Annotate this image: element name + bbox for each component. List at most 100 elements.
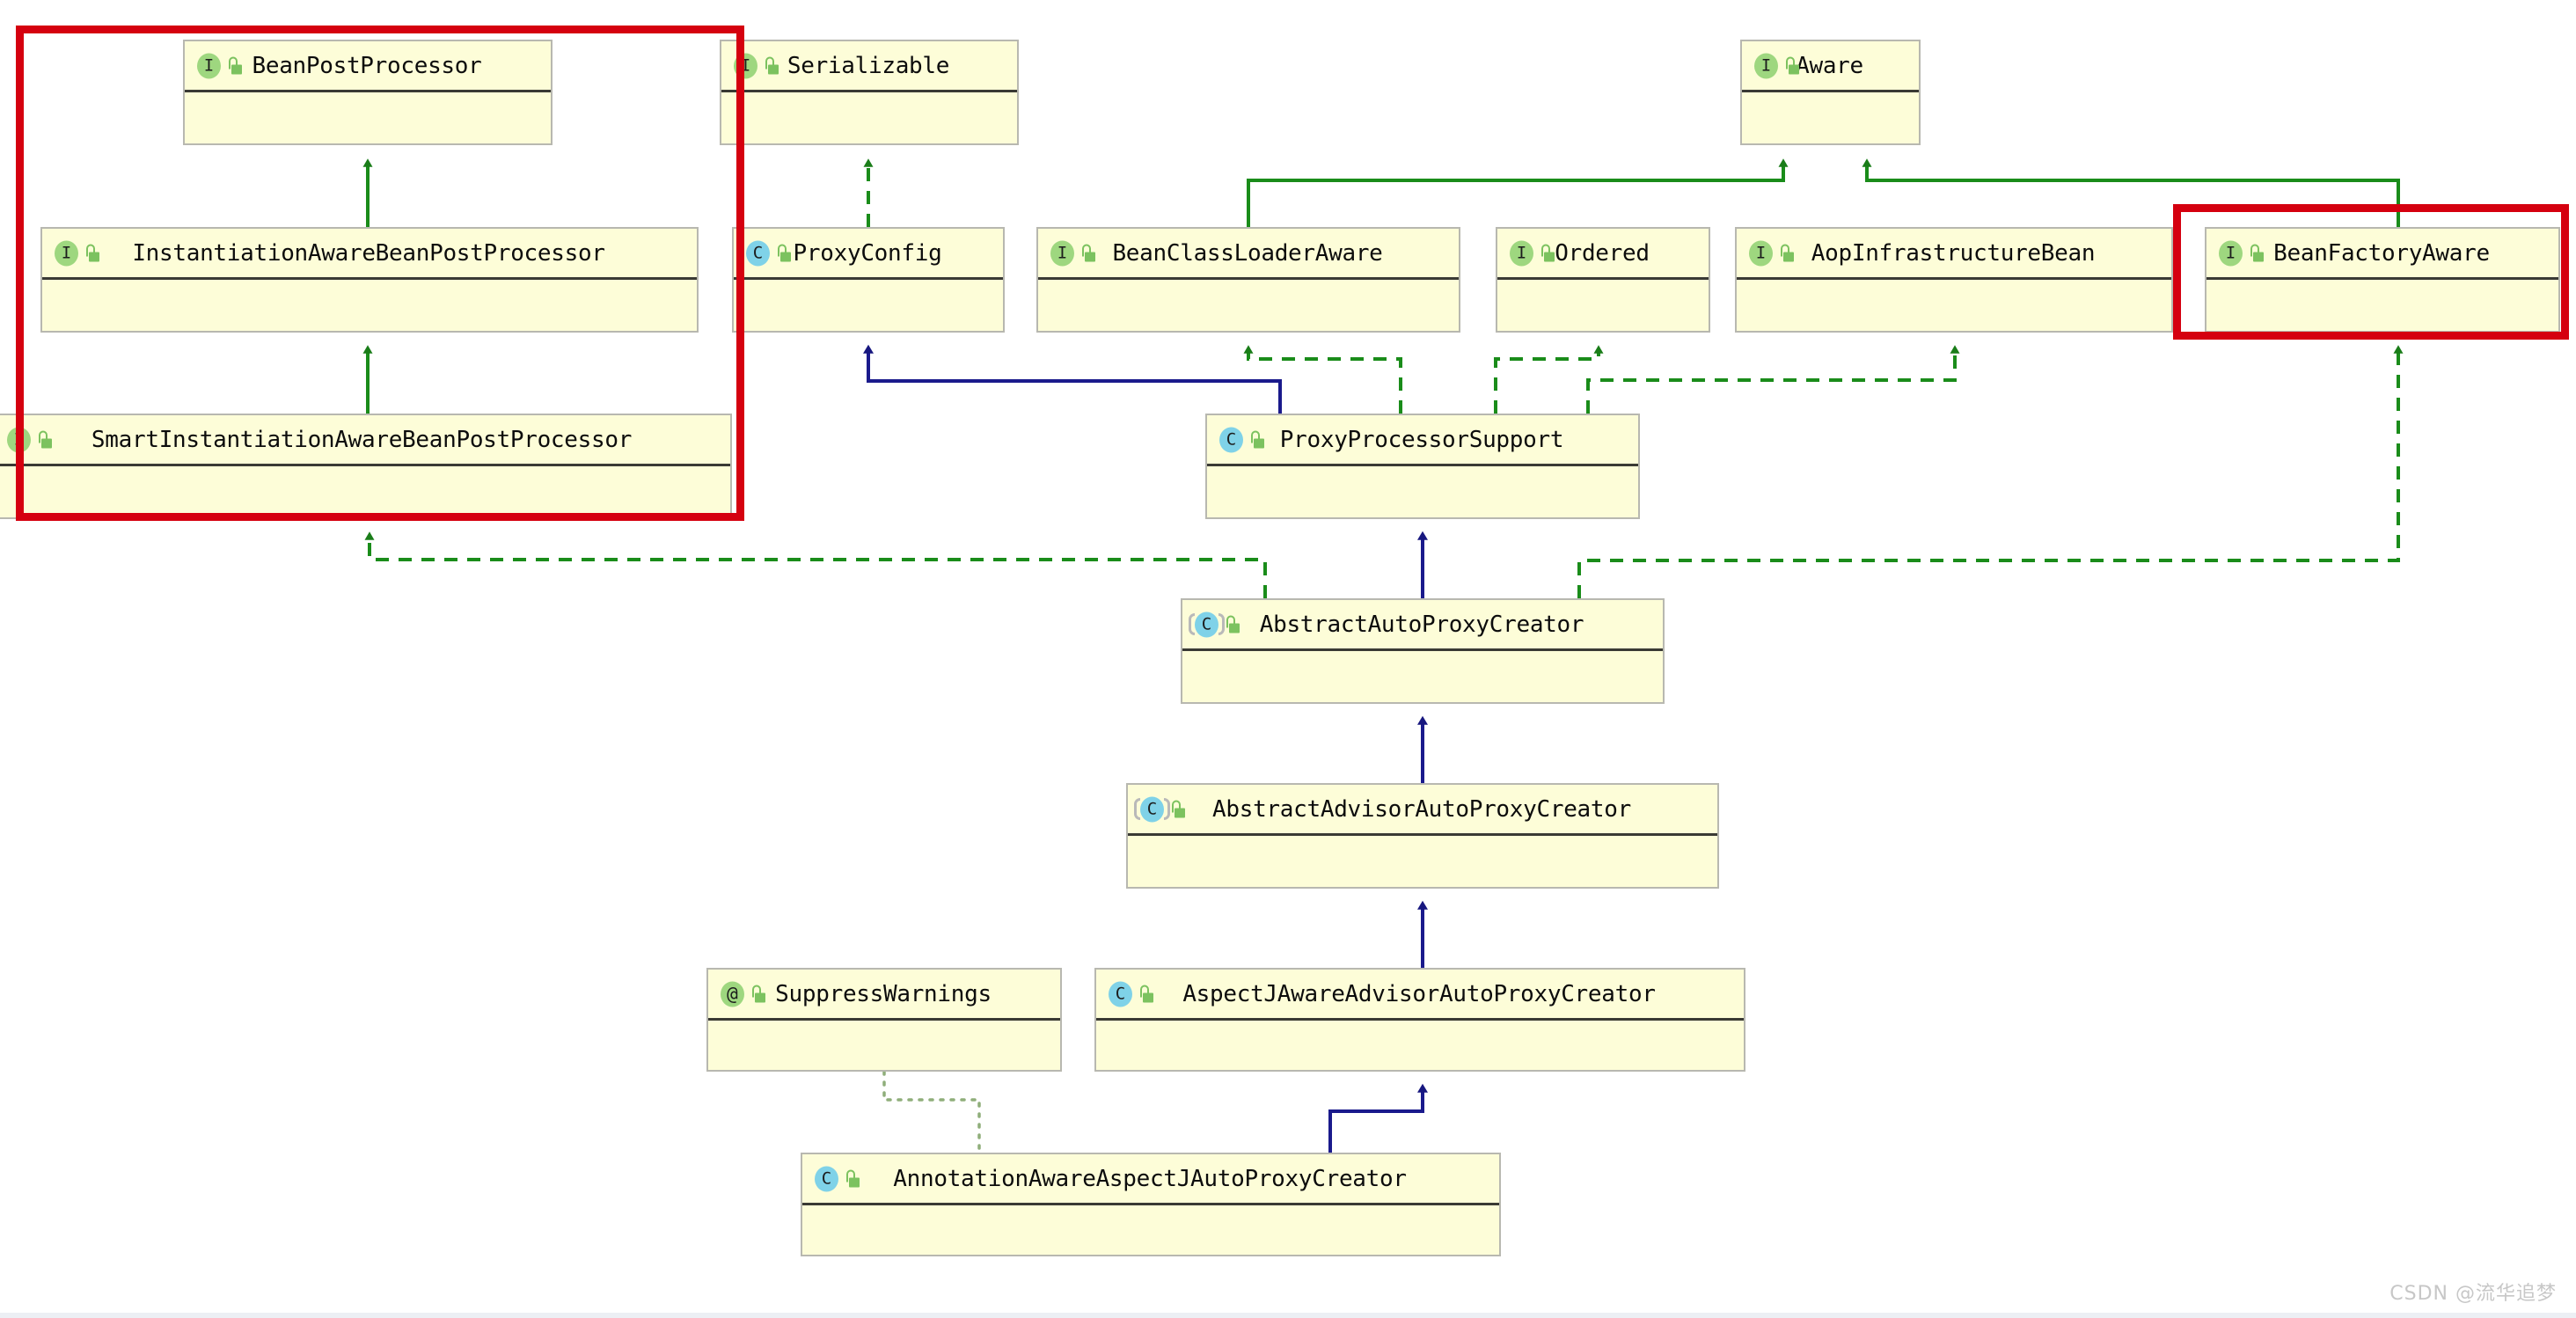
node-title-label: Serializable <box>787 52 950 79</box>
class-badge-icon: C <box>815 1166 838 1191</box>
node-stereotype-icons: I <box>734 53 779 78</box>
interface-badge-icon: I <box>1050 240 1074 266</box>
node-stereotype-icons: @ <box>721 981 765 1007</box>
public-unlocked-padlock-icon <box>1249 430 1264 449</box>
node-title-label: Aware <box>1796 52 1863 79</box>
abstract-class-badge-icon: C <box>1195 611 1218 637</box>
uml-class-node-SmartInstantiationAwareBeanPostProcessor[interactable]: I SmartInstantiationAwareBeanPostProcesso… <box>0 414 732 519</box>
public-unlocked-padlock-icon <box>764 56 779 75</box>
edge-proxyprocessorsupport-to-ordered <box>1494 345 1604 414</box>
badge-glyph: I <box>1510 240 1533 266</box>
public-unlocked-padlock-icon <box>227 56 242 75</box>
node-header: I InstantiationAwareBeanPostProcessor <box>42 229 697 280</box>
public-unlocked-padlock-icon <box>84 244 99 262</box>
node-members-compartment <box>1207 466 1638 517</box>
node-members-compartment <box>1182 651 1663 702</box>
class-badge-icon: C <box>1109 981 1132 1007</box>
edge-proxyprocessorsupport-to-aopinfrastructurebean <box>1586 345 1960 414</box>
node-members-compartment <box>1742 92 1919 143</box>
edge-annotationaware-to-aspectjaware <box>1328 1083 1428 1153</box>
node-stereotype-icons: C <box>1195 611 1240 637</box>
interface-badge-icon: I <box>2219 240 2243 266</box>
uml-class-node-SuppressWarnings[interactable]: @SuppressWarnings <box>706 968 1062 1072</box>
node-title-label: AspectJAwareAdvisorAutoProxyCreator <box>1182 980 1656 1007</box>
node-title-label: SmartInstantiationAwareBeanPostProcessor <box>91 426 633 453</box>
node-stereotype-icons: I <box>55 240 99 266</box>
interface-badge-icon: I <box>55 240 78 266</box>
node-header: I SmartInstantiationAwareBeanPostProcesso… <box>0 415 730 466</box>
edge-beanfactoryaware-to-aware <box>1862 158 2400 227</box>
node-title-label: BeanFactoryAware <box>2273 239 2490 267</box>
node-stereotype-icons: I <box>197 53 242 78</box>
annotation-badge-icon: @ <box>721 981 744 1007</box>
badge-glyph: C <box>1195 611 1218 637</box>
watermark-label: CSDN @流华追梦 <box>2389 1283 2557 1305</box>
node-members-compartment <box>1038 280 1459 331</box>
uml-class-node-ProxyProcessorSupport[interactable]: C ProxyProcessorSupport <box>1205 414 1640 519</box>
node-title-label: ProxyProcessorSupport <box>1279 426 1564 453</box>
node-header: I Serializable <box>721 41 1017 92</box>
badge-glyph: C <box>815 1166 838 1191</box>
node-stereotype-icons: I <box>2219 240 2264 266</box>
badge-glyph: C <box>746 240 770 266</box>
uml-class-node-BeanPostProcessor[interactable]: I BeanPostProcessor <box>183 40 553 145</box>
uml-class-node-Serializable[interactable]: I Serializable <box>720 40 1019 145</box>
interface-badge-icon: I <box>1754 53 1778 78</box>
uml-class-node-Aware[interactable]: I Aware <box>1740 40 1921 145</box>
uml-class-node-InstantiationAwareBeanPostProcessor[interactable]: I InstantiationAwareBeanPostProcessor <box>40 227 699 333</box>
node-header: I Aware <box>1742 41 1919 92</box>
node-stereotype-icons: I <box>1749 240 1794 266</box>
public-unlocked-padlock-icon <box>1080 244 1095 262</box>
bottom-divider <box>0 1313 2576 1318</box>
public-unlocked-padlock-icon <box>1784 56 1799 75</box>
badge-glyph: I <box>7 427 31 452</box>
node-stereotype-icons: I <box>1510 240 1555 266</box>
node-title-label: BeanPostProcessor <box>252 52 482 79</box>
badge-glyph: I <box>55 240 78 266</box>
interface-badge-icon: I <box>7 427 31 452</box>
edge-annotationaware-to-suppresswarnings <box>884 1077 886 1153</box>
badge-glyph: C <box>1109 981 1132 1007</box>
node-header: C AspectJAwareAdvisorAutoProxyCreator <box>1096 970 1744 1021</box>
node-members-compartment <box>1128 836 1717 887</box>
badge-glyph: I <box>734 53 757 78</box>
public-unlocked-padlock-icon <box>37 430 52 449</box>
class-badge-icon: C <box>746 240 770 266</box>
node-members-compartment <box>42 280 697 331</box>
node-header: C ProxyProcessorSupport <box>1207 415 1638 466</box>
public-unlocked-padlock-icon <box>1540 244 1555 262</box>
uml-class-node-AspectJAwareAdvisorAutoProxyCreator[interactable]: C AspectJAwareAdvisorAutoProxyCreator <box>1094 968 1745 1072</box>
public-unlocked-padlock-icon <box>776 244 791 262</box>
edge-abstractautoproxycreator-to-beanfactoryaware <box>1577 345 2404 598</box>
node-members-compartment <box>721 92 1017 143</box>
node-stereotype-icons: C <box>1219 427 1264 452</box>
node-members-compartment <box>2206 280 2558 331</box>
badge-glyph: @ <box>721 981 744 1007</box>
node-members-compartment <box>708 1021 1060 1070</box>
node-title-label: AbstractAdvisorAutoProxyCreator <box>1212 795 1631 823</box>
node-members-compartment <box>802 1205 1499 1255</box>
edge-abstractautoproxycreator-to-smartinstantiationaware <box>364 531 1267 598</box>
interface-badge-icon: I <box>734 53 757 78</box>
node-stereotype-icons: C <box>1109 981 1153 1007</box>
badge-glyph: I <box>197 53 221 78</box>
uml-class-node-BeanFactoryAware[interactable]: I BeanFactoryAware <box>2205 227 2560 333</box>
class-badge-icon: C <box>1219 427 1243 452</box>
public-unlocked-padlock-icon <box>845 1169 860 1188</box>
node-title-label: InstantiationAwareBeanPostProcessor <box>132 239 605 267</box>
node-header: I BeanFactoryAware <box>2206 229 2558 280</box>
node-stereotype-icons: I <box>1754 53 1799 78</box>
node-stereotype-icons: C <box>815 1166 860 1191</box>
